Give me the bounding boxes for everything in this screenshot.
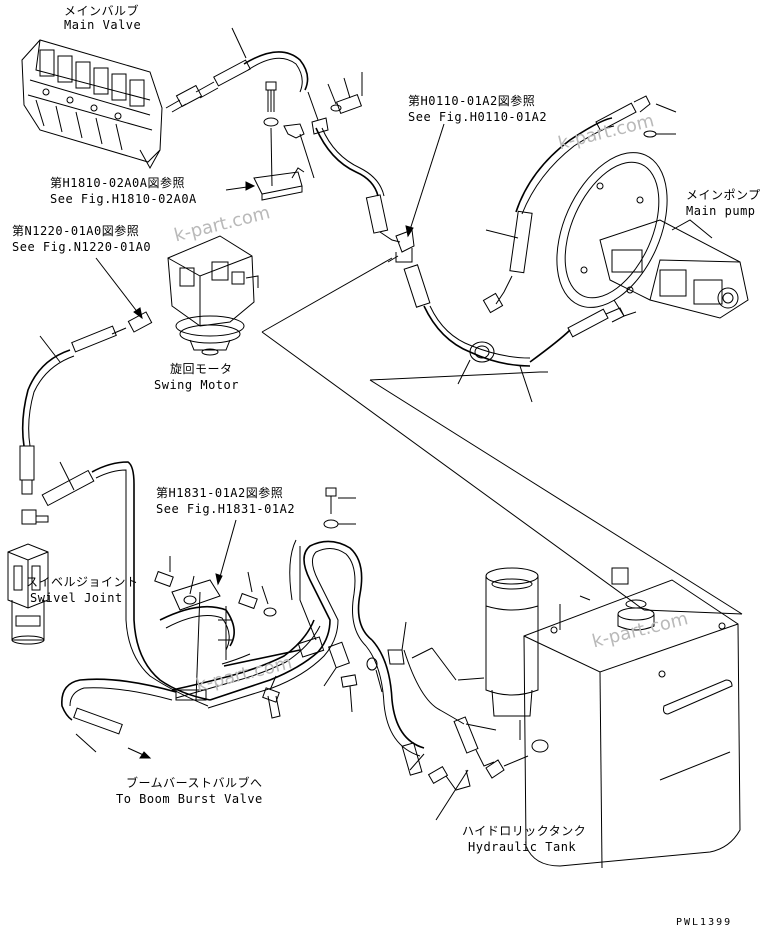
- pump-lower-hose: [519, 307, 625, 403]
- tank-pipes: [365, 621, 549, 791]
- h0110-pointers: [387, 123, 445, 263]
- hose-clamp: [457, 341, 495, 385]
- main-valve-label-en: Main Valve: [64, 18, 142, 32]
- hydraulic-tank-drawing: [523, 567, 741, 869]
- main-pump-label-en: Main pump: [686, 204, 756, 218]
- boom-burst-label-jp: ブームバーストバルブへ: [126, 776, 263, 790]
- boom-burst-label-en: To Boom Burst Valve: [116, 792, 263, 806]
- ref-h1831-label-jp: 第H1831-01A2図参照: [156, 486, 284, 500]
- leader-lines: [435, 769, 469, 821]
- drawing-code: PWL1399: [676, 917, 733, 928]
- bundle-bolts: [262, 657, 383, 719]
- main-valve-hose: [165, 27, 309, 113]
- swing-motor-drawing: [167, 235, 259, 356]
- swivel-joint-label-en: Swivel Joint: [30, 591, 123, 605]
- bracket-assembly: [225, 81, 315, 201]
- swivel-joint-drawing: [7, 509, 49, 645]
- main-pump-drawing: [556, 152, 749, 319]
- bundled-hoses: [159, 539, 373, 709]
- main-valve-label-jp: メインバルブ: [64, 4, 140, 18]
- swing-motor-label-jp: 旋回モータ: [170, 362, 233, 376]
- ref-h1810-label-jp: 第H1810-02A0A図参照: [50, 176, 185, 190]
- frame-line: [261, 257, 743, 615]
- ref-h1810-label-en: See Fig.H1810-02A0A: [50, 192, 197, 206]
- ref-n1220-label-jp: 第N1220-01A0図参照: [12, 224, 140, 238]
- filter-drawing: [485, 567, 539, 740]
- ref-h0110-label-jp: 第H0110-01A2図参照: [408, 94, 536, 108]
- top-fittings: [307, 72, 363, 135]
- trunk-hose: [315, 127, 531, 367]
- swing-hose: [19, 257, 153, 495]
- h1831-fittings: [154, 487, 356, 617]
- ref-n1220-label-en: See Fig.N1220-01A0: [12, 240, 152, 254]
- swivel-joint-label-jp: スイベルジョイント: [26, 575, 139, 589]
- swivel-hose: [41, 461, 211, 707]
- main-valve-drawing: [21, 39, 163, 170]
- swing-motor-label-en: Swing Motor: [154, 378, 239, 392]
- ref-h1831-label-en: See Fig.H1831-01A2: [156, 502, 296, 516]
- ref-h0110-label-en: See Fig.H0110-01A2: [408, 110, 548, 124]
- hydraulic-tank-label-jp: ハイドロリックタンク: [462, 824, 587, 838]
- boom-burst-hose: [61, 678, 177, 759]
- main-pump-label-jp: メインポンプ: [686, 188, 761, 202]
- hydraulic-tank-label-en: Hydraulic Tank: [468, 840, 577, 854]
- pump-upper-hose: [482, 95, 677, 314]
